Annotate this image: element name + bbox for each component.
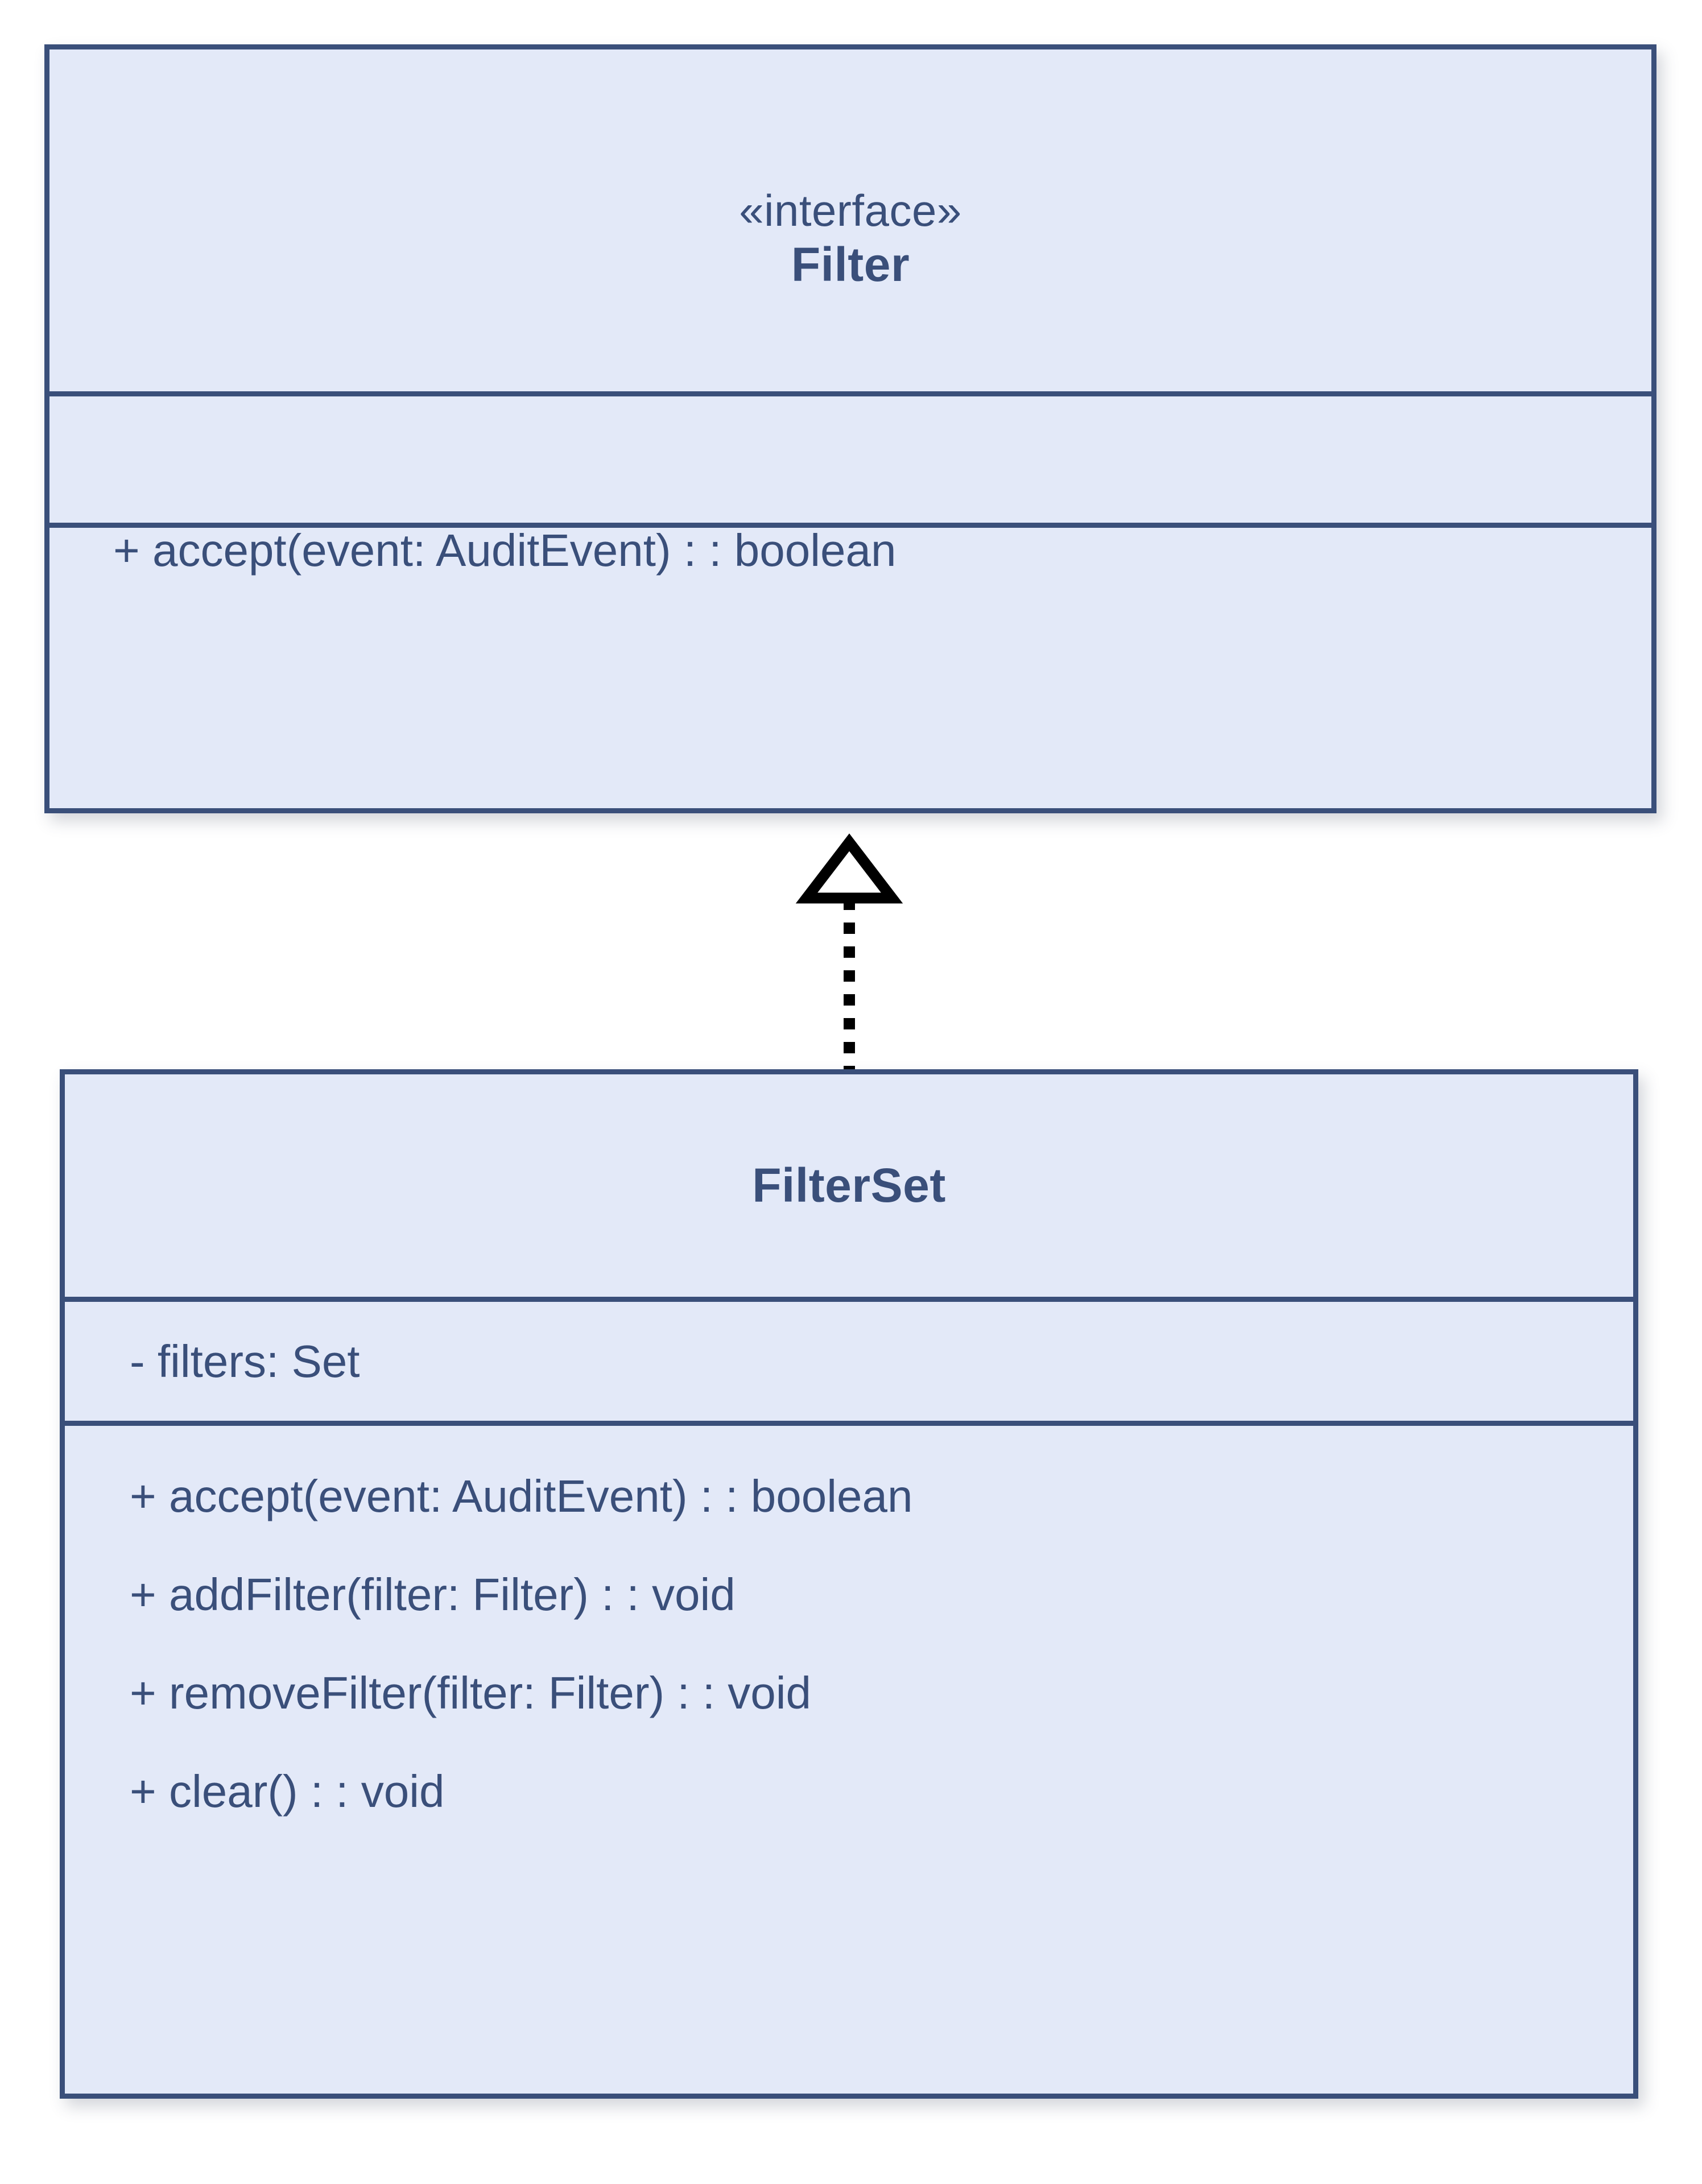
realization-connector (795, 833, 903, 1075)
operations-compartment-filterset: + accept(event: AuditEvent) : : boolean … (65, 1421, 1633, 1867)
uml-class-filterset[interactable]: FilterSet - filters: Set + accept(event:… (60, 1069, 1638, 2099)
attribute-item: - filters: Set (130, 1335, 360, 1387)
operation-item: + removeFilter(filter: Filter) : : void (130, 1668, 812, 1718)
class-name-label: Filter (791, 237, 910, 291)
attributes-compartment-filter (49, 391, 1651, 523)
operations-compartment-filter: + accept(event: AuditEvent) : : boolean (49, 523, 1651, 573)
class-name-label: FilterSet (752, 1158, 946, 1212)
hollow-triangle-arrowhead-icon (795, 833, 903, 904)
operation-list: + accept(event: AuditEvent) : : boolean (113, 528, 1651, 573)
operation-item: + accept(event: AuditEvent) : : boolean (113, 525, 897, 576)
class-header-filterset: FilterSet (65, 1074, 1633, 1297)
operation-item: + addFilter(filter: Filter) : : void (130, 1569, 736, 1620)
operation-item: + accept(event: AuditEvent) : : boolean (130, 1471, 913, 1521)
class-header-filter: «interface» Filter (49, 49, 1651, 391)
operation-list: + accept(event: AuditEvent) : : boolean … (130, 1474, 1633, 1867)
attributes-compartment-filterset: - filters: Set (65, 1297, 1633, 1421)
uml-class-filter[interactable]: «interface» Filter + accept(event: Audit… (44, 44, 1656, 813)
operation-item: + clear() : : void (130, 1766, 445, 1817)
stereotype-label: «interface» (739, 185, 962, 235)
attribute-list: - filters: Set (130, 1335, 1633, 1387)
